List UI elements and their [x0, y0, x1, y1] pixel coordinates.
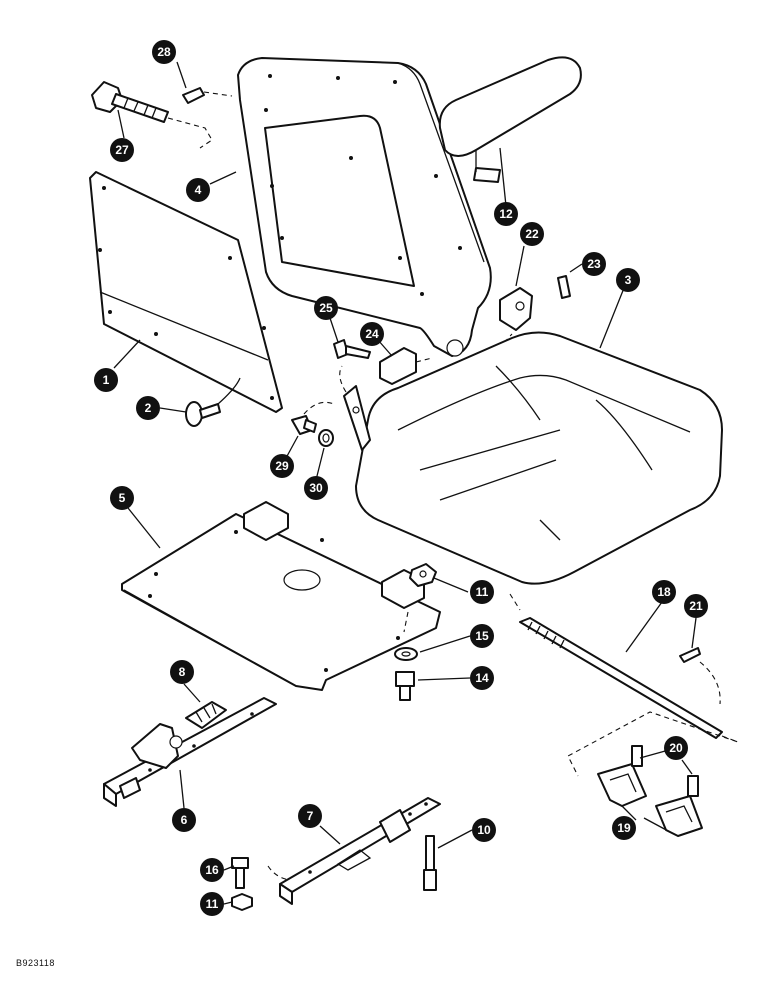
callout-29: 29: [270, 454, 294, 478]
svg-text:27: 27: [115, 143, 129, 157]
callout-19: 19: [612, 816, 636, 840]
clip-part-19-left: [597, 763, 647, 807]
svg-text:4: 4: [195, 183, 202, 197]
callout-21: 21: [684, 594, 708, 618]
callout-30: 30: [304, 476, 328, 500]
svg-text:24: 24: [365, 327, 379, 341]
svg-text:19: 19: [617, 821, 631, 835]
callout-24: 24: [360, 322, 384, 346]
seat-cushion-part-3: [355, 331, 723, 585]
screw-part-2: [185, 401, 221, 427]
svg-text:5: 5: [119, 491, 126, 505]
svg-text:23: 23: [587, 257, 601, 271]
svg-text:22: 22: [525, 227, 539, 241]
svg-text:14: 14: [475, 671, 489, 685]
pin-part-20-left: [631, 745, 643, 767]
svg-text:18: 18: [657, 585, 671, 599]
svg-text:25: 25: [319, 301, 333, 315]
callout-14: 14: [470, 666, 494, 690]
washer-part-30: [318, 429, 334, 447]
slide-rail-part-6: [103, 697, 277, 807]
callout-11-upper: 11: [470, 580, 494, 604]
pin-part-23: [557, 275, 571, 299]
callout-7: 7: [298, 804, 322, 828]
knob-bolt-part-27: [91, 81, 169, 123]
callout-23: 23: [582, 252, 606, 276]
svg-text:28: 28: [157, 45, 171, 59]
svg-text:12: 12: [499, 207, 513, 221]
bolt-part-14: [395, 671, 415, 701]
svg-text:20: 20: [669, 741, 683, 755]
svg-text:3: 3: [625, 273, 632, 287]
svg-text:2: 2: [145, 401, 152, 415]
callout-1: 1: [94, 368, 118, 392]
back-panel-part-1: [89, 171, 283, 413]
washer-part-15: [394, 647, 418, 661]
nut-part-11-lower: [231, 893, 253, 911]
svg-text:11: 11: [206, 897, 219, 911]
callout-20: 20: [664, 736, 688, 760]
bolt-part-25: [333, 339, 371, 359]
bolt-part-29: [291, 415, 317, 435]
callout-25: 25: [314, 296, 338, 320]
callout-10: 10: [472, 818, 496, 842]
bracket-part-22: [499, 287, 533, 331]
svg-text:11: 11: [476, 585, 489, 599]
svg-text:16: 16: [205, 863, 219, 877]
svg-text:10: 10: [477, 823, 491, 837]
slide-rail-part-7: [279, 797, 441, 905]
callout-28: 28: [152, 40, 176, 64]
clip-part-19-right: [655, 795, 703, 837]
svg-text:29: 29: [275, 459, 289, 473]
pin-part-20-right: [687, 775, 699, 797]
svg-text:7: 7: [307, 809, 314, 823]
figure-code: B923118: [16, 958, 55, 968]
callout-27: 27: [110, 138, 134, 162]
callout-8: 8: [170, 660, 194, 684]
svg-text:8: 8: [179, 665, 186, 679]
callout-11-lower: 11: [200, 892, 224, 916]
spacer-part-24: [379, 347, 417, 385]
svg-text:1: 1: [103, 373, 110, 387]
armrest-part-12: [438, 56, 582, 183]
callout-5: 5: [110, 486, 134, 510]
svg-text:30: 30: [309, 481, 323, 495]
callout-18: 18: [652, 580, 676, 604]
seat-hinge-bracket: [343, 385, 371, 451]
callout-3: 3: [616, 268, 640, 292]
nut-part-11-upper: [409, 563, 437, 587]
bolt-part-16: [231, 857, 249, 889]
callout-2: 2: [136, 396, 160, 420]
callout-22: 22: [520, 222, 544, 246]
latch-part-8: [131, 701, 227, 769]
callout-16: 16: [200, 858, 224, 882]
callout-15: 15: [470, 624, 494, 648]
seat-back-part-4: [237, 57, 492, 357]
svg-text:21: 21: [689, 599, 703, 613]
callout-12: 12: [494, 202, 518, 226]
svg-text:6: 6: [181, 813, 188, 827]
bolt-part-10: [423, 835, 437, 891]
callout-4: 4: [186, 178, 210, 202]
callout-6: 6: [172, 808, 196, 832]
pin-part-21: [679, 647, 701, 663]
base-plate-part-5: [121, 501, 441, 691]
rod-part-18: [519, 617, 723, 739]
svg-text:15: 15: [475, 629, 489, 643]
pin-part-28: [182, 87, 205, 104]
